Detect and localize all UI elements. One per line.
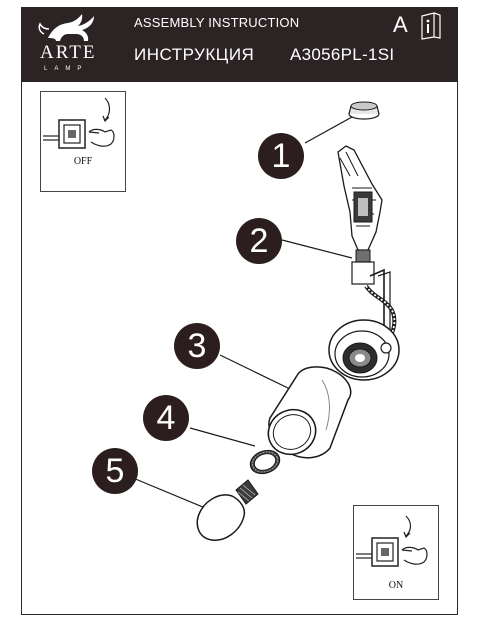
assembly-title: ASSEMBLY INSTRUCTION xyxy=(134,15,300,30)
leader-line-3 xyxy=(219,354,293,391)
step-badge-2: 2 xyxy=(236,218,282,264)
instruction-title-ru: ИНСТРУКЦИЯ xyxy=(134,45,255,64)
canopy-cap-part xyxy=(348,101,380,120)
switch-on-label: ON xyxy=(388,580,404,591)
switch-off-label: OFF xyxy=(73,156,93,167)
light-bulb-part xyxy=(196,479,259,541)
variant-letter: A xyxy=(393,12,408,37)
wall-switch-icon xyxy=(356,515,428,567)
brand-name: ARTE xyxy=(40,42,97,63)
step-badge-5: 5 xyxy=(92,448,138,494)
cylinder-shade-part xyxy=(267,366,352,459)
griffin-icon xyxy=(38,14,94,41)
model-number: A3056PL-1SI xyxy=(290,45,395,64)
threaded-ring-part xyxy=(249,449,281,475)
switch-off-panel: OFF xyxy=(40,91,126,192)
track-adapter-part xyxy=(328,145,400,381)
brand-subtitle: LAMP xyxy=(44,66,89,72)
step-badge-1: 1 xyxy=(258,133,304,179)
switch-on-panel: ON xyxy=(353,505,439,600)
step-badge-4: 4 xyxy=(143,395,189,441)
step-badge-3: 3 xyxy=(174,323,220,369)
wall-switch-icon xyxy=(43,97,115,149)
leader-line-4 xyxy=(189,427,256,447)
arte-lamp-logo: ARTE LAMP xyxy=(34,10,114,76)
leader-line-2 xyxy=(281,239,353,259)
leader-line-5 xyxy=(132,477,211,511)
leader-line-1 xyxy=(304,116,353,144)
info-booklet-icon xyxy=(421,12,441,40)
header-bar xyxy=(21,7,458,82)
